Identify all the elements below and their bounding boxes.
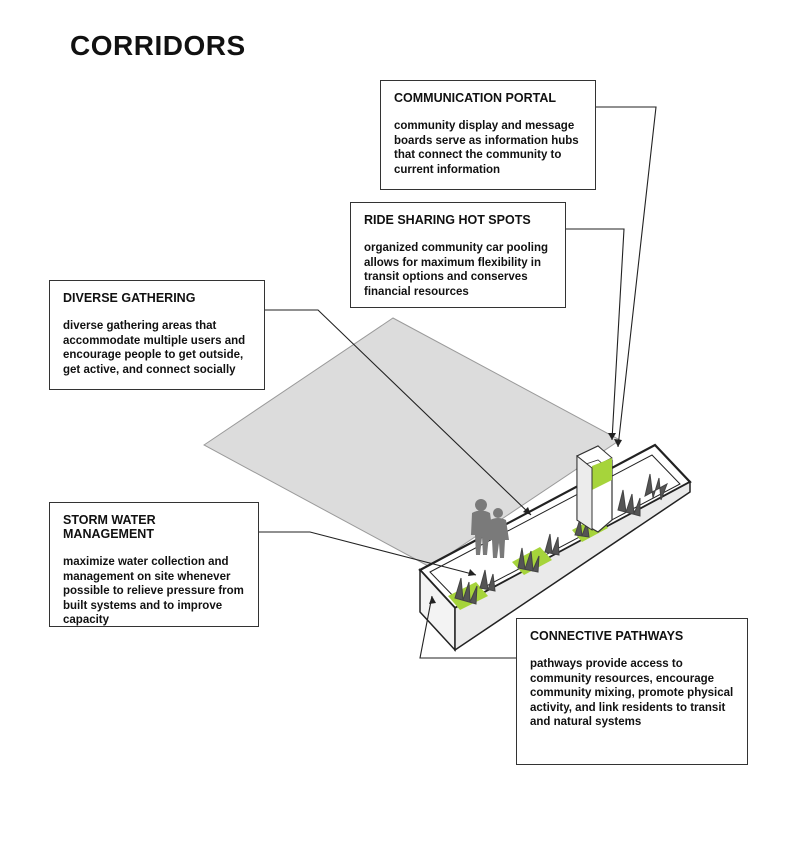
leader-lines [259, 106, 657, 659]
callout-heading: RIDE SHARING HOT SPOTS [364, 213, 531, 227]
page-title: CORRIDORS [70, 30, 246, 61]
callout-heading: COMMUNICATION PORTAL [394, 91, 557, 105]
callout-body: maximize water collection and management… [63, 556, 244, 626]
callout-connective-pathways: CONNECTIVE PATHWAYS pathways provide acc… [516, 618, 748, 765]
corridor-strip [418, 443, 692, 652]
leader-arrowheads [429, 433, 622, 604]
communication-kiosk [576, 445, 613, 533]
callout-body: diverse gathering areas that accommodate… [63, 320, 246, 376]
callout-body: community display and message boards ser… [394, 120, 579, 176]
callout-body: organized community car pooling allows f… [364, 242, 549, 298]
callout-body: pathways provide access to community res… [530, 658, 734, 728]
callout-heading: DIVERSE GATHERING [63, 291, 196, 305]
callout-heading: CONNECTIVE PATHWAYS [530, 629, 684, 643]
callout-diverse-gathering: DIVERSE GATHERING diverse gathering area… [49, 280, 265, 390]
kiosk-display [592, 458, 612, 490]
grass-plantings [454, 473, 668, 605]
pedestrian-figures [471, 499, 509, 558]
callout-communication-portal: COMMUNICATION PORTAL community display a… [380, 80, 596, 190]
callout-storm-water: STORM WATER MANAGEMENT maximize water co… [49, 502, 259, 627]
callout-heading: STORM WATER MANAGEMENT [63, 513, 156, 541]
callout-ride-sharing: RIDE SHARING HOT SPOTS organized communi… [350, 202, 566, 308]
